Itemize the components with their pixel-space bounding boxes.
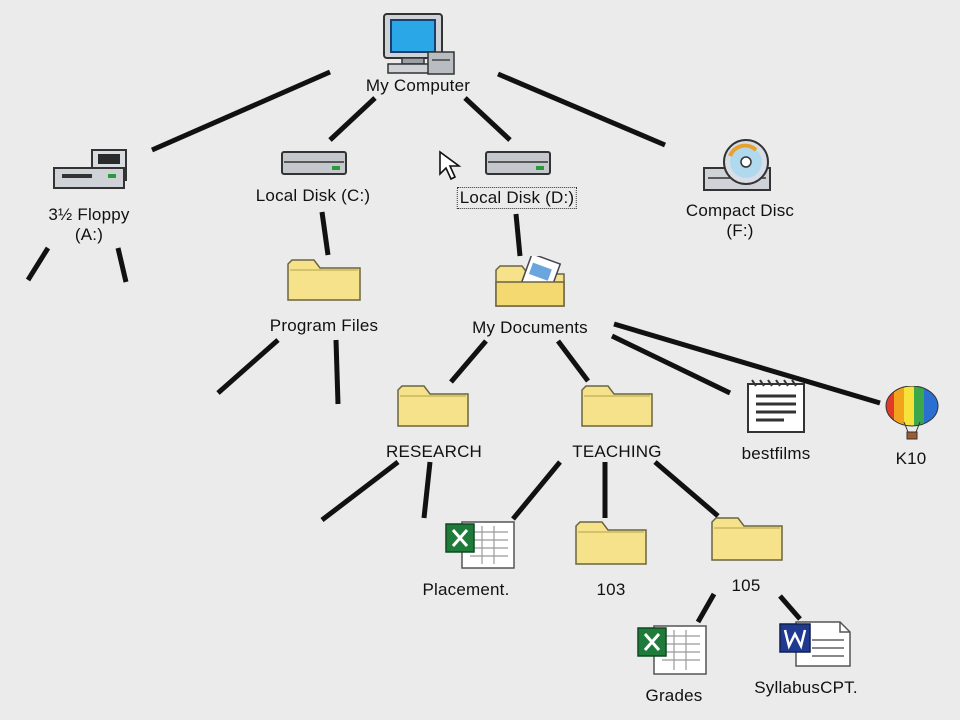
file-label-grades[interactable]: Grades bbox=[645, 686, 703, 705]
hard-drive-icon[interactable] bbox=[280, 150, 348, 176]
edge-my-documents-teaching bbox=[556, 339, 590, 383]
file-label-k10[interactable]: K10 bbox=[895, 449, 927, 468]
folder-label-my-documents[interactable]: My Documents bbox=[472, 318, 588, 337]
edge-root-local-c bbox=[328, 96, 377, 142]
edge-floppy-right bbox=[115, 247, 129, 283]
text-document-icon[interactable] bbox=[744, 378, 808, 434]
drive-label-local-d[interactable]: Local Disk (D:) bbox=[456, 187, 578, 209]
folder-label-103[interactable]: 103 bbox=[596, 580, 626, 599]
cd-drive-icon[interactable] bbox=[700, 138, 780, 194]
excel-file-icon[interactable] bbox=[444, 518, 520, 570]
edge-research-left bbox=[320, 460, 400, 522]
edge-my-documents-research bbox=[449, 339, 488, 384]
excel-file-icon[interactable] bbox=[636, 622, 712, 676]
edge-program-files-right bbox=[333, 339, 341, 405]
folder-icon[interactable] bbox=[286, 256, 362, 302]
balloon-icon[interactable] bbox=[882, 386, 942, 442]
folder-icon[interactable] bbox=[396, 382, 470, 428]
edge-local-c-program-files bbox=[319, 211, 331, 256]
edge-root-floppy bbox=[150, 69, 332, 153]
folder-icon[interactable] bbox=[710, 514, 784, 562]
drive-label-compact-disc-letter: (F:) bbox=[726, 221, 754, 240]
drive-label-floppy-letter: (A:) bbox=[74, 225, 104, 244]
computer-icon[interactable] bbox=[382, 12, 458, 76]
drive-label-floppy[interactable]: 3½ Floppy (A:) bbox=[48, 205, 129, 245]
root-label-my-computer[interactable]: My Computer bbox=[365, 76, 471, 95]
folder-icon[interactable] bbox=[580, 382, 654, 428]
drive-label-compact-disc-name: Compact Disc bbox=[685, 201, 795, 220]
hard-drive-icon[interactable] bbox=[484, 150, 552, 176]
edge-teaching-placement bbox=[511, 460, 562, 521]
folder-label-105[interactable]: 105 bbox=[731, 576, 761, 595]
floppy-drive-icon[interactable] bbox=[52, 148, 130, 192]
edge-105-syllabus bbox=[778, 594, 802, 621]
drive-label-floppy-name: 3½ Floppy bbox=[48, 205, 130, 224]
edge-my-documents-bestfilms bbox=[610, 333, 732, 396]
edge-teaching-105 bbox=[653, 460, 720, 518]
folder-icon[interactable] bbox=[574, 518, 648, 566]
file-label-syllabus[interactable]: SyllabusCPT. bbox=[754, 678, 858, 697]
edge-floppy-left bbox=[25, 246, 51, 282]
folder-label-program-files[interactable]: Program Files bbox=[269, 316, 379, 335]
edge-my-documents-k10 bbox=[613, 321, 881, 406]
edge-research-right bbox=[421, 461, 433, 519]
file-label-placement[interactable]: Placement. bbox=[422, 580, 510, 599]
folder-label-research[interactable]: RESEARCH bbox=[385, 442, 483, 461]
drive-label-local-c[interactable]: Local Disk (C:) bbox=[255, 186, 371, 205]
word-file-icon[interactable] bbox=[778, 618, 854, 668]
folder-label-teaching[interactable]: TEACHING bbox=[572, 442, 662, 461]
drive-label-compact-disc[interactable]: Compact Disc (F:) bbox=[686, 201, 794, 241]
edge-root-compact-disc bbox=[497, 71, 666, 148]
edge-local-d-my-documents bbox=[513, 213, 523, 257]
mouse-cursor-icon bbox=[439, 150, 462, 181]
my-documents-folder-icon[interactable] bbox=[494, 256, 568, 308]
edge-105-grades bbox=[695, 592, 717, 624]
edge-program-files-left bbox=[216, 338, 280, 395]
edge-root-local-d bbox=[463, 96, 512, 142]
file-label-bestfilms[interactable]: bestfilms bbox=[741, 444, 811, 463]
